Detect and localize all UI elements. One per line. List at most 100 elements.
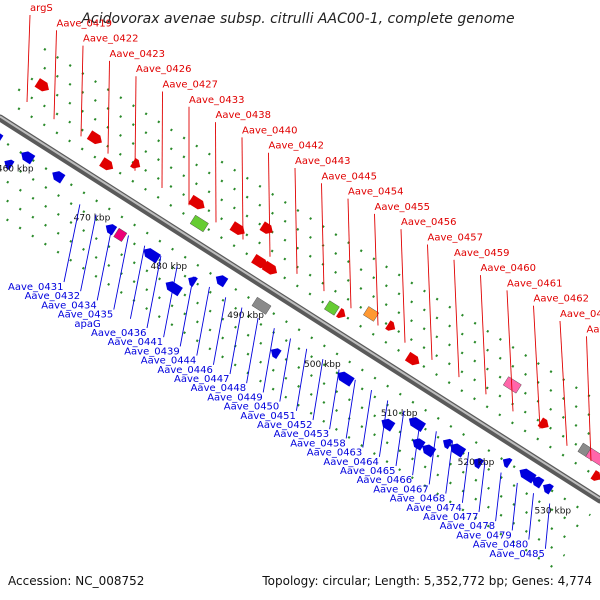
reverse-label-leader <box>163 266 178 338</box>
forward-label-leader <box>506 290 514 412</box>
kbp-tick-label: 460 kbp <box>0 164 34 174</box>
gene-shape <box>408 417 426 432</box>
gene-shape <box>215 275 229 288</box>
reverse-label-leader <box>478 462 486 513</box>
guide-track <box>34 61 600 424</box>
forward-label-leader <box>294 167 298 274</box>
reverse-gene-arrow <box>502 457 513 469</box>
kbp-tick-label: 490 kbp <box>227 311 264 321</box>
reverse-gene-label: Aave_0480 <box>473 540 529 551</box>
forward-gene-label: Aave_0476 <box>587 324 600 335</box>
reverse-gene-arrow <box>408 417 426 432</box>
forward-gene-label: Aave_0475 <box>560 309 600 320</box>
kbp-tick-label: 520 kbp <box>458 458 495 468</box>
gene-shape <box>34 78 49 92</box>
reverse-gene-arrow <box>532 476 545 489</box>
kbp-tick-label: 480 kbp <box>150 262 187 272</box>
forward-label-leader <box>586 336 592 462</box>
reverse-gene-label: Aave_0451 <box>240 411 296 422</box>
forward-label-leader <box>321 183 325 292</box>
kbp-tick-label: 530 kbp <box>534 507 571 517</box>
forward-gene-arrow <box>86 130 102 145</box>
forward-label-leader <box>107 60 110 154</box>
reverse-label-leader <box>345 379 356 439</box>
gene-shape <box>0 132 4 145</box>
reverse-label-leader <box>461 451 470 503</box>
gene-shape <box>229 221 245 236</box>
forward-gene-arrow <box>34 78 49 92</box>
forward-gene-arrow <box>188 194 205 210</box>
reverse-gene-label: Aave_0466 <box>357 475 413 486</box>
reverse-label-leader <box>196 286 210 356</box>
gene-block <box>189 214 209 233</box>
map-title: Acidovorax avenae subsp. citrulli AAC00-… <box>80 11 514 27</box>
gene-shape <box>99 157 114 171</box>
gene-shape <box>130 158 141 169</box>
forward-gene-arrow <box>99 157 114 171</box>
reverse-gene-label: Aave_0452 <box>257 420 313 431</box>
forward-gene-label: Aave_0445 <box>322 171 378 182</box>
reverse-gene-arrow <box>4 159 15 171</box>
forward-label-leader <box>53 30 57 120</box>
gene-shape <box>590 470 600 481</box>
gene-shape <box>519 468 537 484</box>
reverse-gene-label: Aave_0444 <box>141 356 197 367</box>
gene-shape <box>337 371 355 387</box>
reverse-label-leader <box>378 400 389 457</box>
reverse-gene-label: Aave_0458 <box>290 438 346 449</box>
forward-label-leader <box>427 244 433 360</box>
gene-block <box>324 300 340 316</box>
forward-label-leader <box>161 91 163 189</box>
reverse-label-leader <box>445 441 453 494</box>
reverse-label-leader <box>412 420 421 476</box>
gene-shape <box>336 308 346 319</box>
reverse-gene-label: apaG <box>74 319 100 330</box>
forward-gene-label: Aave_0455 <box>375 202 431 213</box>
forward-gene-arrow <box>590 470 600 481</box>
forward-gene-arrow <box>385 320 396 331</box>
reverse-gene-label: Aave_0478 <box>440 521 496 532</box>
forward-label-leader <box>374 213 379 326</box>
forward-gene-label: Aave_0442 <box>269 141 325 152</box>
forward-gene-label: Aave_0443 <box>295 156 351 167</box>
gene-shape <box>259 221 273 234</box>
gene-shape <box>412 438 426 451</box>
forward-label-leader <box>26 14 31 103</box>
gene-shape <box>443 438 454 450</box>
reverse-gene-label: Aave_0439 <box>124 346 180 357</box>
reverse-gene-arrow <box>337 371 355 387</box>
forward-gene-label: Aave_0440 <box>242 125 298 136</box>
reverse-label-leader <box>246 317 259 384</box>
reverse-gene-arrow <box>519 468 537 484</box>
reverse-label-leader <box>312 359 324 421</box>
forward-gene-label: Aave_0419 <box>57 18 113 29</box>
reverse-gene-label: Aave_0434 <box>41 300 96 311</box>
gene-shape <box>21 151 36 165</box>
gene-shape <box>251 254 268 269</box>
gene-shape <box>450 443 467 458</box>
reverse-label-leader <box>212 297 227 365</box>
reverse-gene-label: Aave_0479 <box>456 530 512 541</box>
forward-gene-label: Aave_0426 <box>136 64 192 75</box>
reverse-gene-label: Aave_0450 <box>224 402 279 413</box>
forward-gene-arrow <box>261 260 278 275</box>
forward-label-leader <box>268 152 271 257</box>
gene-shape <box>537 417 549 429</box>
reverse-gene-label: Aave_0468 <box>390 494 446 505</box>
reverse-gene-arrow <box>52 171 66 184</box>
backbone-highlight <box>0 115 600 500</box>
reverse-gene-label: Aave_0441 <box>108 337 164 348</box>
kbp-tick-label: 510 kbp <box>381 409 418 419</box>
gene-shape <box>543 483 554 495</box>
forward-gene-label: Aave_0454 <box>348 187 404 198</box>
reverse-label-leader <box>428 431 437 485</box>
reverse-gene-label: Aave_0485 <box>489 549 545 560</box>
forward-gene-arrow <box>189 214 209 233</box>
reverse-label-leader <box>495 472 502 522</box>
forward-gene-arrow <box>336 308 346 319</box>
reverse-label-leader <box>80 214 97 292</box>
reverse-gene-arrow <box>215 275 229 288</box>
feature-track-decorations <box>0 47 600 571</box>
